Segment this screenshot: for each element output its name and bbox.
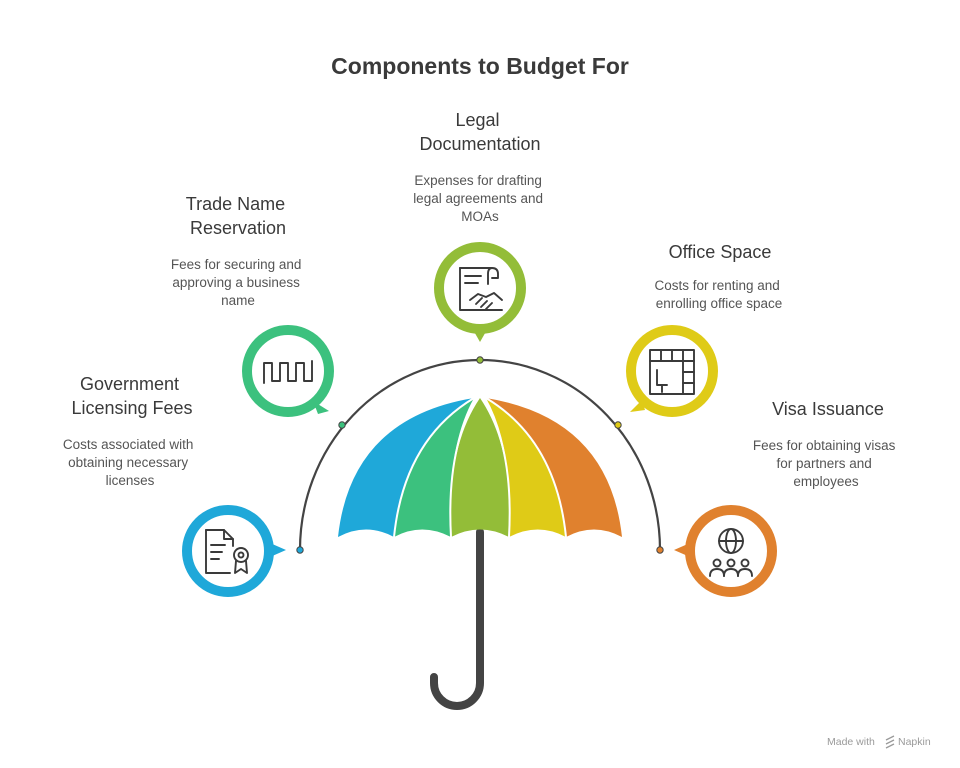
trade-title: Trade Name Reservation — [186, 194, 290, 238]
umbrella-canopy — [338, 397, 622, 538]
visa-badge — [685, 505, 777, 597]
canopy-panel-lime — [450, 398, 510, 537]
component-government: Government Licensing Fees Costs associat… — [63, 374, 286, 597]
certificate-document-icon — [205, 529, 249, 574]
office-badge — [626, 325, 718, 417]
office-description: Costs for renting and enrolling office s… — [654, 278, 783, 311]
government-pointer — [270, 543, 286, 557]
canopy-panel-blue — [338, 398, 474, 537]
legal-badge — [434, 242, 526, 334]
brand-label: Napkin — [898, 736, 931, 748]
dot-government — [296, 546, 304, 554]
canopy-panel-orange — [486, 398, 622, 537]
component-legal: Legal Documentation Expenses for draftin… — [413, 110, 547, 342]
component-office: Office Space Costs for renting and enrol… — [626, 242, 783, 417]
dot-legal — [476, 356, 484, 364]
handshake-contract-icon — [459, 267, 503, 311]
dot-office — [614, 421, 622, 429]
dot-trade — [338, 421, 346, 429]
globe-people-icon — [709, 528, 753, 577]
arc-connector-dots — [296, 356, 664, 554]
component-visa: Visa Issuance Fees for obtaining visas f… — [674, 399, 899, 597]
trade-description: Fees for securing and approving a busine… — [171, 257, 305, 308]
canopy-panel-green — [394, 398, 474, 537]
legal-title: Legal Documentation — [419, 110, 540, 154]
signal-wave-icon — [263, 360, 313, 384]
government-badge — [182, 505, 274, 597]
umbrella-handle — [430, 528, 484, 710]
floor-plan-icon — [649, 349, 695, 395]
footer-watermark: Made with Napkin — [827, 735, 931, 749]
visa-title: Visa Issuance — [772, 399, 884, 419]
visa-description: Fees for obtaining visas for partners an… — [753, 438, 899, 489]
canopy-panel-yellow — [486, 398, 566, 537]
government-title: Government Licensing Fees — [71, 374, 192, 418]
napkin-logo-icon — [885, 735, 895, 749]
diagram-title: Components to Budget For — [331, 53, 629, 79]
dot-visa — [656, 546, 664, 554]
component-trade: Trade Name Reservation Fees for securing… — [171, 194, 334, 417]
government-description: Costs associated with obtaining necessar… — [63, 437, 197, 488]
office-title: Office Space — [669, 242, 772, 262]
legal-description: Expenses for drafting legal agreements a… — [413, 173, 547, 224]
made-with-label: Made with — [827, 736, 875, 748]
